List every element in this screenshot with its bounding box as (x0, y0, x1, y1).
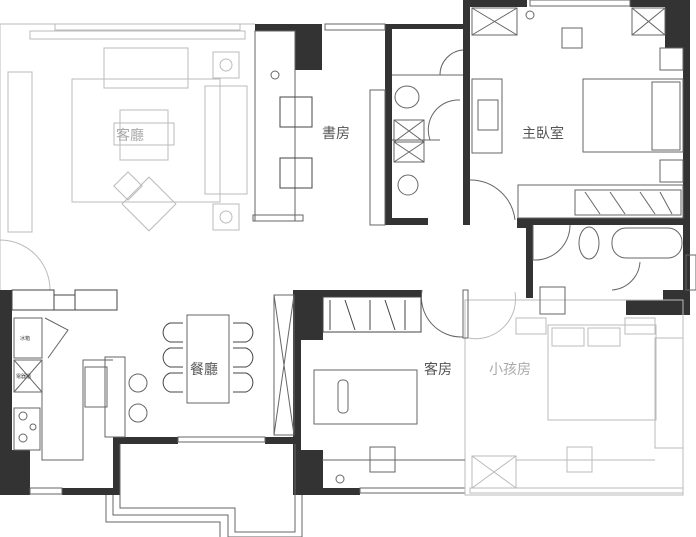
label-study: 書房 (322, 126, 350, 142)
living-room-furniture (0, 47, 248, 291)
dining-furniture (128, 294, 295, 436)
label-dining-room: 餐廳 (190, 361, 218, 378)
master-bathroom (532, 224, 696, 315)
balcony (105, 444, 303, 537)
room-labels: 客廳 書房 主臥室 餐廳 客房 小孩房 (116, 125, 564, 378)
fridge-label: 冰箱 (20, 335, 30, 342)
master-bedroom-furniture (469, 7, 684, 221)
appliance-cabinet-label: 電器櫃 (16, 373, 31, 380)
label-master-bedroom: 主臥室 (522, 125, 564, 142)
study-furniture (252, 30, 386, 226)
windows (0, 0, 684, 496)
guest-room-furniture (313, 289, 469, 484)
kids-room-furniture (467, 291, 684, 489)
label-kids-room: 小孩房 (489, 362, 531, 378)
bathroom-1 (392, 49, 464, 196)
label-living-room: 客廳 (116, 127, 144, 144)
walls (0, 0, 690, 495)
kitchen: 冰箱 電器櫃 (11, 289, 126, 461)
label-guest-room: 客房 (424, 361, 452, 378)
